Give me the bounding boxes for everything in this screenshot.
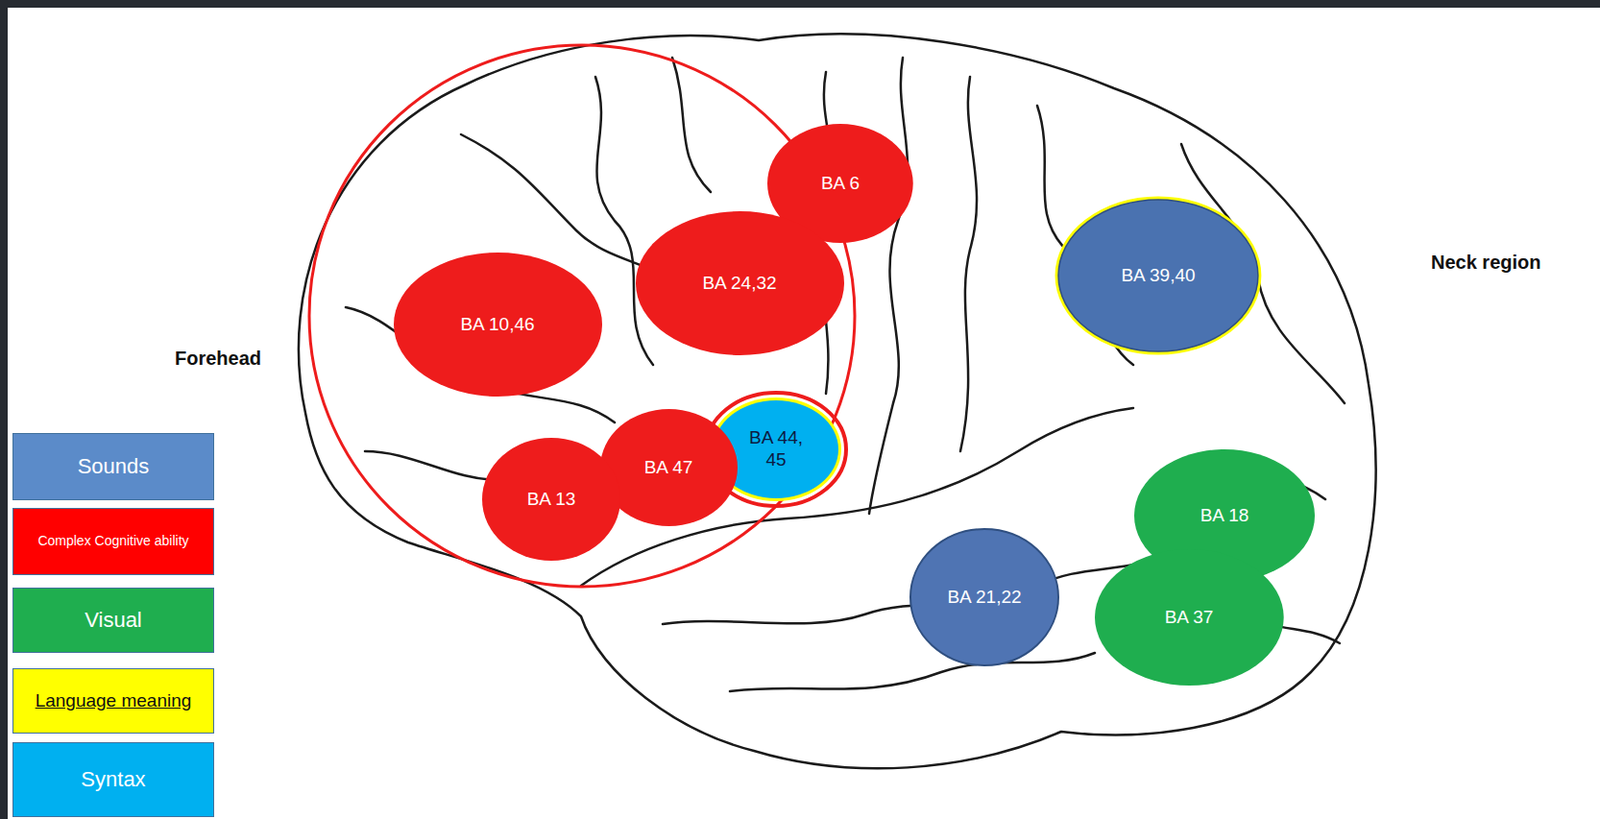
sulcus [672,57,711,193]
circle-fill [393,252,603,397]
legend-swatch: Visual [12,587,215,654]
brain-area-circle: BA 39,40 [1051,193,1265,359]
area-label: BA 24,32 [672,272,807,295]
brain-area-circle: BA 13 [481,436,622,562]
area-label: BA 47 [639,457,698,480]
brain-outline [298,33,1377,769]
direction-label: Forehead [174,347,262,370]
legend-text: Complex Cognitive ability [31,533,194,549]
lateral-sulcus [581,408,1134,586]
direction-label: Neck region [1430,251,1541,274]
sulcus [364,451,500,481]
brain-area-circle: BA 10,46 [392,251,604,398]
circle-fill [482,437,621,561]
area-label: BA 39,40 [1090,265,1227,288]
legend-swatch: Syntax [12,742,215,818]
legend-swatch: Sounds [12,433,215,501]
area-label: BA 44, 45 [742,427,810,472]
language-ring [1055,196,1262,356]
legend-swatch: Complex Cognitive ability [12,508,215,576]
sulcus [960,76,977,452]
area-label: BA 6 [795,172,887,195]
brain-area-circle: BA 47 [599,408,739,528]
area-label: BA 37 [1128,606,1250,630]
circle-fill [600,409,738,527]
circle-fill [635,211,845,356]
brain-area-circle: BA 24,32 [634,210,846,357]
sulcus [729,653,1095,692]
circle-fill [1094,549,1285,686]
frontal-region-ring [309,45,855,587]
area-label: BA 21,22 [945,586,1023,609]
legend-text: Visual [78,608,148,632]
circle-fill [1058,199,1259,352]
area-label: BA 18 [1166,505,1283,528]
central-sulcus [869,57,908,514]
legend-text: Language meaning [29,691,198,712]
brain-area-circle: BA 37 [1093,548,1285,687]
legend-swatch: Language meaning [12,668,215,734]
legend-text: Sounds [72,455,156,479]
area-label: BA 13 [522,488,581,511]
brain-area-circle: BA 21,22 [909,528,1060,667]
sulcus [595,76,654,365]
circle-fill [910,529,1059,666]
area-label: BA 10,46 [430,314,565,337]
legend-text: Syntax [74,768,151,792]
